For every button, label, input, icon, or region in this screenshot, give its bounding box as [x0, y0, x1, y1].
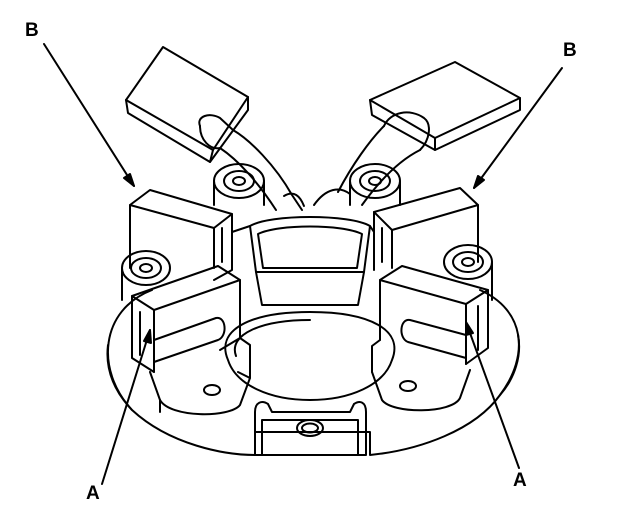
- rear-left-pigtail: [198, 114, 305, 211]
- callout-b-left: B: [25, 20, 39, 41]
- right-mount-base: [371, 369, 471, 412]
- leader-line-a-left: [101, 329, 152, 485]
- rear-left-brush: [125, 46, 249, 163]
- leader-line-a-right: [465, 321, 520, 469]
- spring-coil-rear-left: [213, 163, 265, 206]
- rear-right-brush-holder: [369, 187, 479, 271]
- spring-coil-rear-right: [349, 163, 401, 206]
- rear-right-brush: [369, 61, 521, 151]
- base-plate: [106, 289, 521, 456]
- spring-coil-front-right: [443, 244, 493, 301]
- left-mount-base: [149, 371, 251, 416]
- center-wall: [249, 216, 371, 306]
- callout-a-right: A: [513, 470, 527, 491]
- leader-line-b-left: [43, 43, 135, 187]
- callout-a-left: A: [86, 483, 100, 504]
- rear-left-brush-holder: [129, 189, 251, 281]
- callout-b-right: B: [563, 40, 577, 61]
- leader-line-b-right: [473, 67, 563, 189]
- front-left-brush-holder: [131, 265, 251, 379]
- front-right-brush-holder: [371, 265, 489, 373]
- front-mounting-tab: [254, 401, 367, 456]
